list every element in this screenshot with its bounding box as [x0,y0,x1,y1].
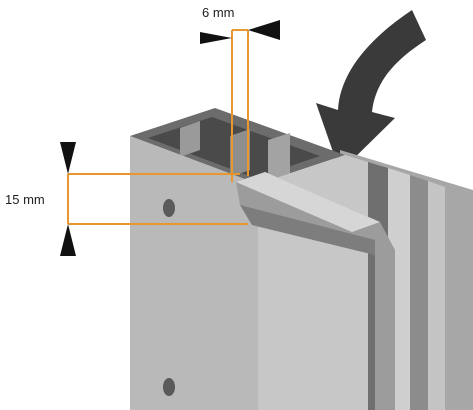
profile-front-face [130,136,258,410]
dimension-label-left: 15 mm [5,192,45,207]
dimension-label-top: 6 mm [202,5,235,20]
profile-channel-wall-2 [230,129,250,177]
measurement-overlay [67,29,249,225]
curved-arrow-icon [316,10,426,172]
profile-channel-wall-3 [268,133,290,182]
arrowhead-left-top [60,142,76,174]
profile-rail-light [428,181,445,410]
profile-channel-wall [180,121,200,157]
clip-piece [236,172,395,410]
profile-rail-shadow [410,175,428,410]
screw-hole-top [163,199,175,217]
arrowhead-top-left [200,32,232,44]
clip-lip [240,205,375,255]
clip-top [236,172,380,232]
screw-hole-bottom [163,378,175,396]
arrowhead-top-right [248,20,280,40]
arrowhead-left-bottom [60,224,76,256]
